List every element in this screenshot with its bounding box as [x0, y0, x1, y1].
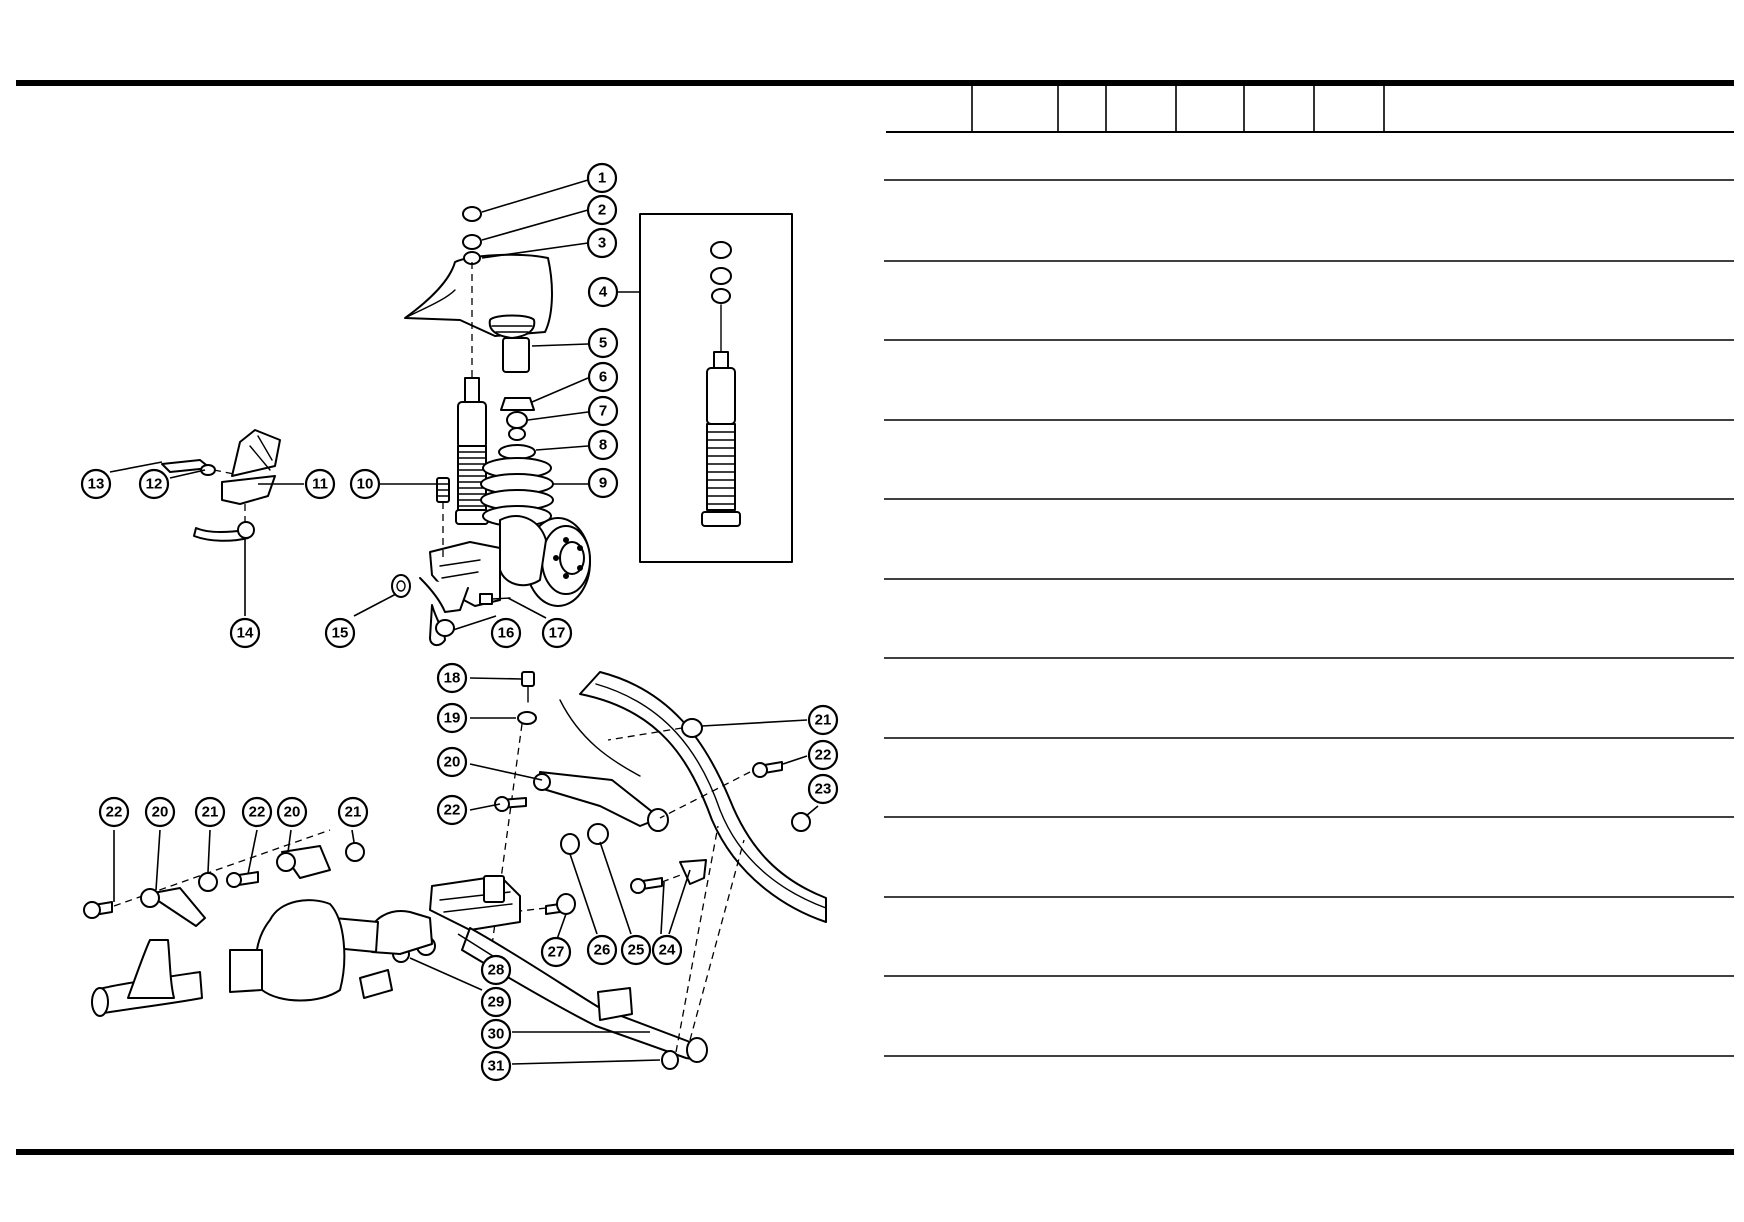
svg-text:13: 13	[88, 476, 105, 493]
front-suspension-assembly	[391, 206, 591, 646]
callout-18: 18	[436, 662, 468, 694]
svg-text:20: 20	[152, 804, 169, 821]
shock-absorber-detail	[639, 213, 793, 563]
callout-26: 26	[586, 934, 618, 966]
svg-text:23: 23	[815, 781, 832, 798]
svg-text:16: 16	[498, 625, 515, 642]
callout-3: 3	[586, 227, 618, 259]
svg-text:26: 26	[594, 942, 611, 959]
callout-20: 20	[144, 796, 176, 828]
svg-text:22: 22	[815, 747, 832, 764]
svg-text:11: 11	[312, 476, 328, 493]
parts-table-rows	[884, 179, 1734, 1057]
callout-8: 8	[587, 429, 619, 461]
callout-28: 28	[480, 954, 512, 986]
svg-text:17: 17	[549, 625, 566, 642]
svg-text:5: 5	[599, 335, 607, 352]
callout-19: 19	[436, 702, 468, 734]
svg-text:31: 31	[488, 1058, 505, 1075]
svg-text:21: 21	[202, 804, 219, 821]
shock-absorber	[455, 377, 489, 525]
callout-13: 13	[80, 468, 112, 500]
callout-15: 15	[324, 617, 356, 649]
callout-5: 5	[587, 327, 619, 359]
callout-22: 22	[436, 794, 468, 826]
svg-text:25: 25	[628, 942, 645, 959]
callout-30: 30	[480, 1018, 512, 1050]
svg-text:19: 19	[444, 710, 461, 727]
svg-text:21: 21	[345, 804, 362, 821]
svg-text:10: 10	[357, 476, 374, 493]
svg-text:30: 30	[488, 1026, 505, 1043]
svg-text:9: 9	[599, 475, 607, 492]
svg-text:24: 24	[659, 942, 676, 959]
callout-17: 17	[541, 617, 573, 649]
callout-29: 29	[480, 986, 512, 1018]
callout-4: 4	[587, 276, 619, 308]
callout-20: 20	[276, 796, 308, 828]
svg-text:22: 22	[249, 804, 266, 821]
differential	[254, 899, 346, 1002]
callout-23: 23	[807, 773, 839, 805]
callout-7: 7	[587, 395, 619, 427]
hub-disc	[499, 515, 591, 607]
callout-1: 1	[586, 162, 618, 194]
svg-text:18: 18	[444, 670, 461, 687]
callout-22: 22	[241, 796, 273, 828]
page-rule-top	[16, 80, 1734, 86]
leader-lines	[109, 179, 819, 1065]
callout-12: 12	[138, 468, 170, 500]
callout-24: 24	[651, 934, 683, 966]
svg-text:7: 7	[599, 403, 607, 420]
radius-arm-assembly	[83, 671, 827, 1070]
svg-text:29: 29	[488, 994, 505, 1011]
svg-text:1: 1	[598, 170, 606, 187]
callout-22: 22	[807, 739, 839, 771]
svg-text:4: 4	[599, 284, 608, 301]
svg-text:20: 20	[284, 804, 301, 821]
callout-10: 10	[349, 468, 381, 500]
svg-text:2: 2	[598, 202, 606, 219]
callout-16: 16	[490, 617, 522, 649]
callout-22: 22	[98, 796, 130, 828]
svg-text:27: 27	[548, 944, 565, 961]
svg-text:15: 15	[332, 625, 349, 642]
svg-text:8: 8	[599, 437, 607, 454]
callout-14: 14	[229, 617, 261, 649]
svg-text:3: 3	[598, 235, 606, 252]
page-rule-bottom	[16, 1149, 1734, 1155]
callout-21: 21	[807, 704, 839, 736]
svg-text:14: 14	[237, 625, 254, 642]
svg-text:21: 21	[815, 712, 832, 729]
callout-6: 6	[587, 361, 619, 393]
callout-25: 25	[620, 934, 652, 966]
callout-2: 2	[586, 194, 618, 226]
svg-text:6: 6	[599, 369, 607, 386]
svg-text:22: 22	[444, 802, 461, 819]
panhard-bracket	[161, 429, 281, 542]
svg-text:22: 22	[106, 804, 123, 821]
svg-text:20: 20	[444, 754, 461, 771]
callout-27: 27	[540, 936, 572, 968]
callout-21: 21	[337, 796, 369, 828]
callout-9: 9	[587, 467, 619, 499]
callout-20: 20	[436, 746, 468, 778]
parts-table	[884, 86, 1734, 1057]
callout-31: 31	[480, 1050, 512, 1082]
svg-text:12: 12	[146, 476, 163, 493]
parts-table-header	[886, 86, 1734, 133]
callout-21: 21	[194, 796, 226, 828]
svg-text:28: 28	[488, 962, 505, 979]
axle-casing	[369, 910, 433, 955]
callout-11: 11	[304, 468, 336, 500]
